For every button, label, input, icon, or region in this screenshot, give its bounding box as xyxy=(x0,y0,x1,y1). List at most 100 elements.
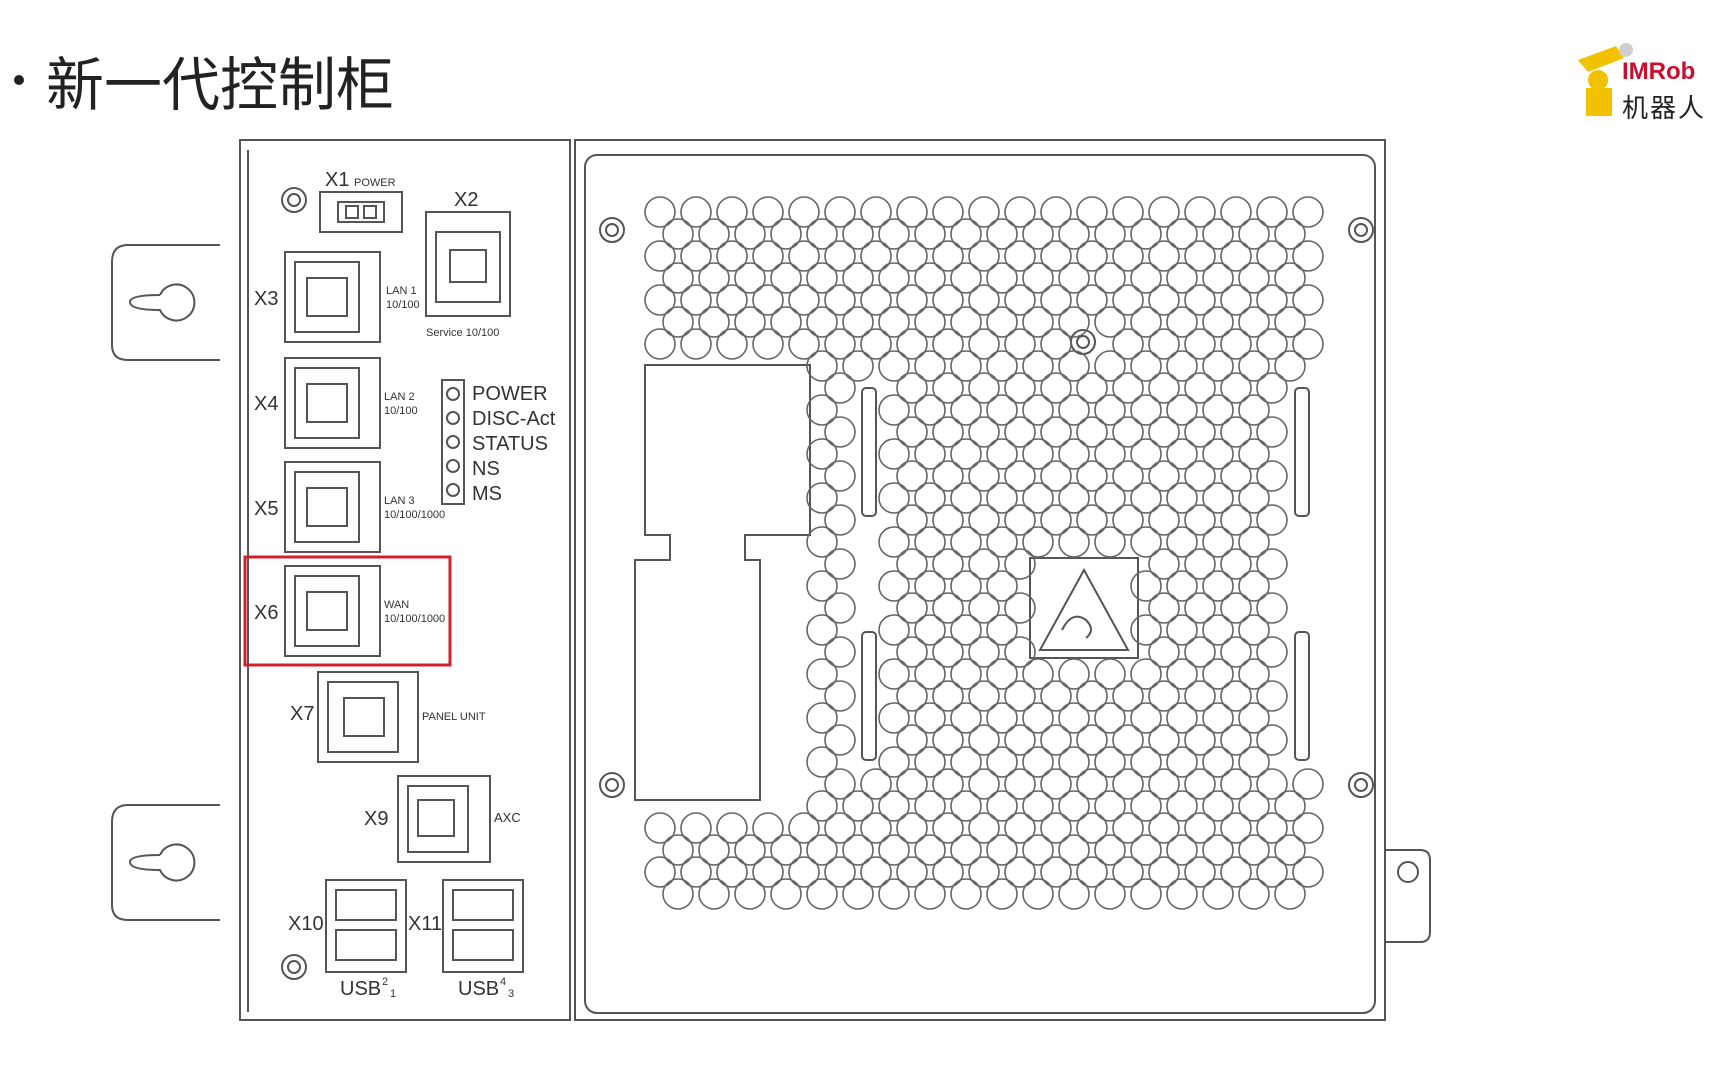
vent-hole xyxy=(1238,746,1270,778)
vent-hole xyxy=(1256,328,1288,360)
vent-hole xyxy=(1112,768,1144,800)
vent-hole xyxy=(698,218,730,250)
vent-hole xyxy=(716,856,748,888)
vent-hole xyxy=(788,284,820,316)
vent-hole xyxy=(950,350,982,382)
vent-hole xyxy=(986,878,1018,910)
vent-hole xyxy=(1166,262,1198,294)
bullet-icon xyxy=(14,75,24,85)
vent-hole xyxy=(1292,812,1324,844)
vent-hole xyxy=(1094,482,1126,514)
vent-hole xyxy=(1256,196,1288,228)
vent-hole xyxy=(1058,702,1090,734)
vent-hole xyxy=(1220,680,1252,712)
vent-hole xyxy=(1022,790,1054,822)
vent-hole xyxy=(968,548,1000,580)
vent-hole xyxy=(1202,658,1234,690)
vent-hole xyxy=(1238,702,1270,734)
vent-hole xyxy=(1112,504,1144,536)
vent-hole xyxy=(1166,482,1198,514)
vent-hole xyxy=(1004,856,1036,888)
vent-hole xyxy=(932,240,964,272)
vent-hole xyxy=(1220,460,1252,492)
vent-hole xyxy=(1184,724,1216,756)
vent-hole xyxy=(698,878,730,910)
vent-hole xyxy=(806,482,838,514)
vent-hole xyxy=(878,482,910,514)
vent-hole xyxy=(968,812,1000,844)
vent-hole xyxy=(1274,790,1306,822)
vent-hole xyxy=(680,856,712,888)
vent-hole xyxy=(950,306,982,338)
vent-hole xyxy=(806,878,838,910)
led-label-ms: MS xyxy=(472,483,502,505)
usb-left-sub: 1 xyxy=(390,988,396,1000)
vent-hole xyxy=(680,240,712,272)
vent-hole xyxy=(968,856,1000,888)
vent-hole xyxy=(986,834,1018,866)
vent-hole xyxy=(968,328,1000,360)
vent-hole xyxy=(680,812,712,844)
vent-hole xyxy=(734,878,766,910)
vent-hole xyxy=(1256,504,1288,536)
screw-icon xyxy=(281,954,307,980)
vent-hole xyxy=(1274,262,1306,294)
vent-hole xyxy=(950,570,982,602)
vent-hole xyxy=(1112,416,1144,448)
vent-hole xyxy=(1004,812,1036,844)
vent-hole xyxy=(1220,416,1252,448)
vent-hole xyxy=(824,768,856,800)
vent-hole xyxy=(1166,614,1198,646)
vent-hole xyxy=(1094,790,1126,822)
vent-hole xyxy=(824,372,856,404)
vent-hole xyxy=(1130,262,1162,294)
vent-hole xyxy=(1076,680,1108,712)
vent-hole xyxy=(1274,350,1306,382)
vent-hole xyxy=(1112,284,1144,316)
vent-hole xyxy=(824,196,856,228)
vent-hole xyxy=(1022,658,1054,690)
vent-hole xyxy=(752,240,784,272)
vent-hole xyxy=(932,768,964,800)
vent-hole xyxy=(1202,394,1234,426)
vent-hole xyxy=(950,658,982,690)
vent-hole xyxy=(1256,240,1288,272)
vent-hole xyxy=(1238,878,1270,910)
vent-hole xyxy=(1004,636,1036,668)
slide-title: 新一代控制柜 xyxy=(14,38,394,122)
vent-hole xyxy=(878,614,910,646)
vent-hole xyxy=(878,790,910,822)
vent-hole xyxy=(896,856,928,888)
vent-hole xyxy=(824,416,856,448)
vent-hole xyxy=(1184,460,1216,492)
vent-hole xyxy=(1094,394,1126,426)
vent-hole xyxy=(914,482,946,514)
vent-hole xyxy=(1238,834,1270,866)
vent-hole xyxy=(1166,570,1198,602)
vent-hole xyxy=(986,262,1018,294)
vent-hole xyxy=(896,636,928,668)
logo-text-top: IMRob xyxy=(1622,58,1696,85)
vent-hole xyxy=(896,680,928,712)
vent-hole xyxy=(644,328,676,360)
vent-hole xyxy=(878,834,910,866)
mount-bracket-right xyxy=(1385,849,1431,943)
vent-hole xyxy=(1148,812,1180,844)
lan2-name: LAN 2 xyxy=(384,391,415,403)
vent-hole xyxy=(914,218,946,250)
vent-hole xyxy=(986,526,1018,558)
vent-hole xyxy=(968,504,1000,536)
screw-icon xyxy=(599,772,625,798)
vent-hole xyxy=(1202,438,1234,470)
vent-hole xyxy=(914,438,946,470)
vent-hole xyxy=(1076,416,1108,448)
vent-hole xyxy=(806,790,838,822)
vent-hole xyxy=(1202,218,1234,250)
robot-arm-logo-icon xyxy=(1578,43,1633,116)
vent-hole xyxy=(968,592,1000,624)
axc-label: AXC xyxy=(494,810,521,825)
vent-hole xyxy=(680,196,712,228)
vent-hole xyxy=(662,878,694,910)
vent-hole xyxy=(896,548,928,580)
vent-hole xyxy=(1148,196,1180,228)
